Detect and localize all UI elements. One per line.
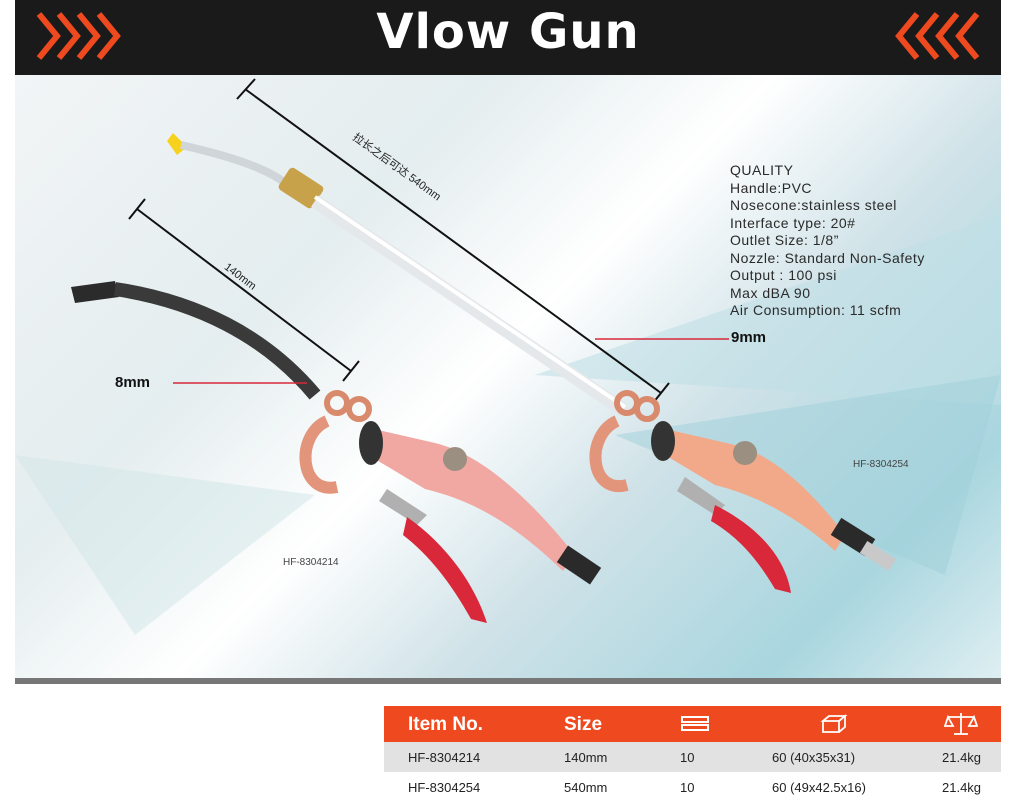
spec-line: Handle:PVC xyxy=(730,179,813,196)
spec-line: Nozzle: Standard Non-Safety xyxy=(730,249,925,266)
spec-line: Interface type: 20# xyxy=(730,214,856,231)
spec-line: Max dBA 90 xyxy=(730,284,811,301)
blow-gun-short xyxy=(71,281,602,623)
spec-table: Item No. Size HF-8304214 140m xyxy=(384,706,1001,802)
spec-line: Nosecone:stainless steel xyxy=(730,197,897,213)
product-illustration xyxy=(15,78,1001,635)
diameter-label-left: 8mm xyxy=(115,374,151,391)
header-item-no: Item No. xyxy=(408,714,483,735)
diameter-label-right: 9mm xyxy=(731,329,767,346)
length-line-140 xyxy=(128,198,360,382)
chevrons-right-icon xyxy=(36,12,121,60)
page-title: Vlow Gun xyxy=(376,4,640,60)
model-label-left: HF-8304214 xyxy=(283,557,339,568)
product-hero: 拉长之后可达 540mm 140mm 8mm 9mm HF-8304214 HF… xyxy=(15,75,1001,680)
header-size: Size xyxy=(564,714,603,735)
model-label-right: HF-8304254 xyxy=(853,459,909,470)
spec-list: QUALITY Handle:PVC Nosecone:stainless st… xyxy=(730,162,925,320)
carton-icon xyxy=(820,714,848,733)
divider xyxy=(15,678,1001,684)
cell-size: 140mm xyxy=(564,750,608,765)
spec-line: Outlet Size: 1/8” xyxy=(730,232,839,248)
cell-size: 540mm xyxy=(564,780,608,795)
cell-qty: 10 xyxy=(680,750,695,765)
cell-qty: 10 xyxy=(680,780,695,795)
spec-line: Air Consumption: 11 scfm xyxy=(730,302,902,318)
cell-weight: 21.4kg xyxy=(942,750,982,765)
chevrons-left-icon xyxy=(895,12,980,60)
spec-line: Output : 100 psi xyxy=(730,267,837,283)
scale-icon xyxy=(944,713,978,735)
cell-item-no: HF-8304254 xyxy=(408,780,481,795)
title-banner: Vlow Gun xyxy=(15,0,1001,75)
table-header: Item No. Size xyxy=(384,706,1001,742)
table-row: HF-8304254 540mm 10 60 (49x42.5x16) 21.4… xyxy=(384,772,1001,802)
blow-gun-long xyxy=(167,133,897,593)
cell-carton: 60 (49x42.5x16) xyxy=(772,780,866,795)
spec-heading: QUALITY xyxy=(730,162,794,178)
box-count-icon xyxy=(681,716,709,731)
cell-weight: 21.4kg xyxy=(942,780,982,795)
cell-item-no: HF-8304214 xyxy=(408,750,481,765)
table-row: HF-8304214 140mm 10 60 (40x35x31) 21.4kg xyxy=(384,742,1001,772)
cell-carton: 60 (40x35x31) xyxy=(772,750,856,765)
